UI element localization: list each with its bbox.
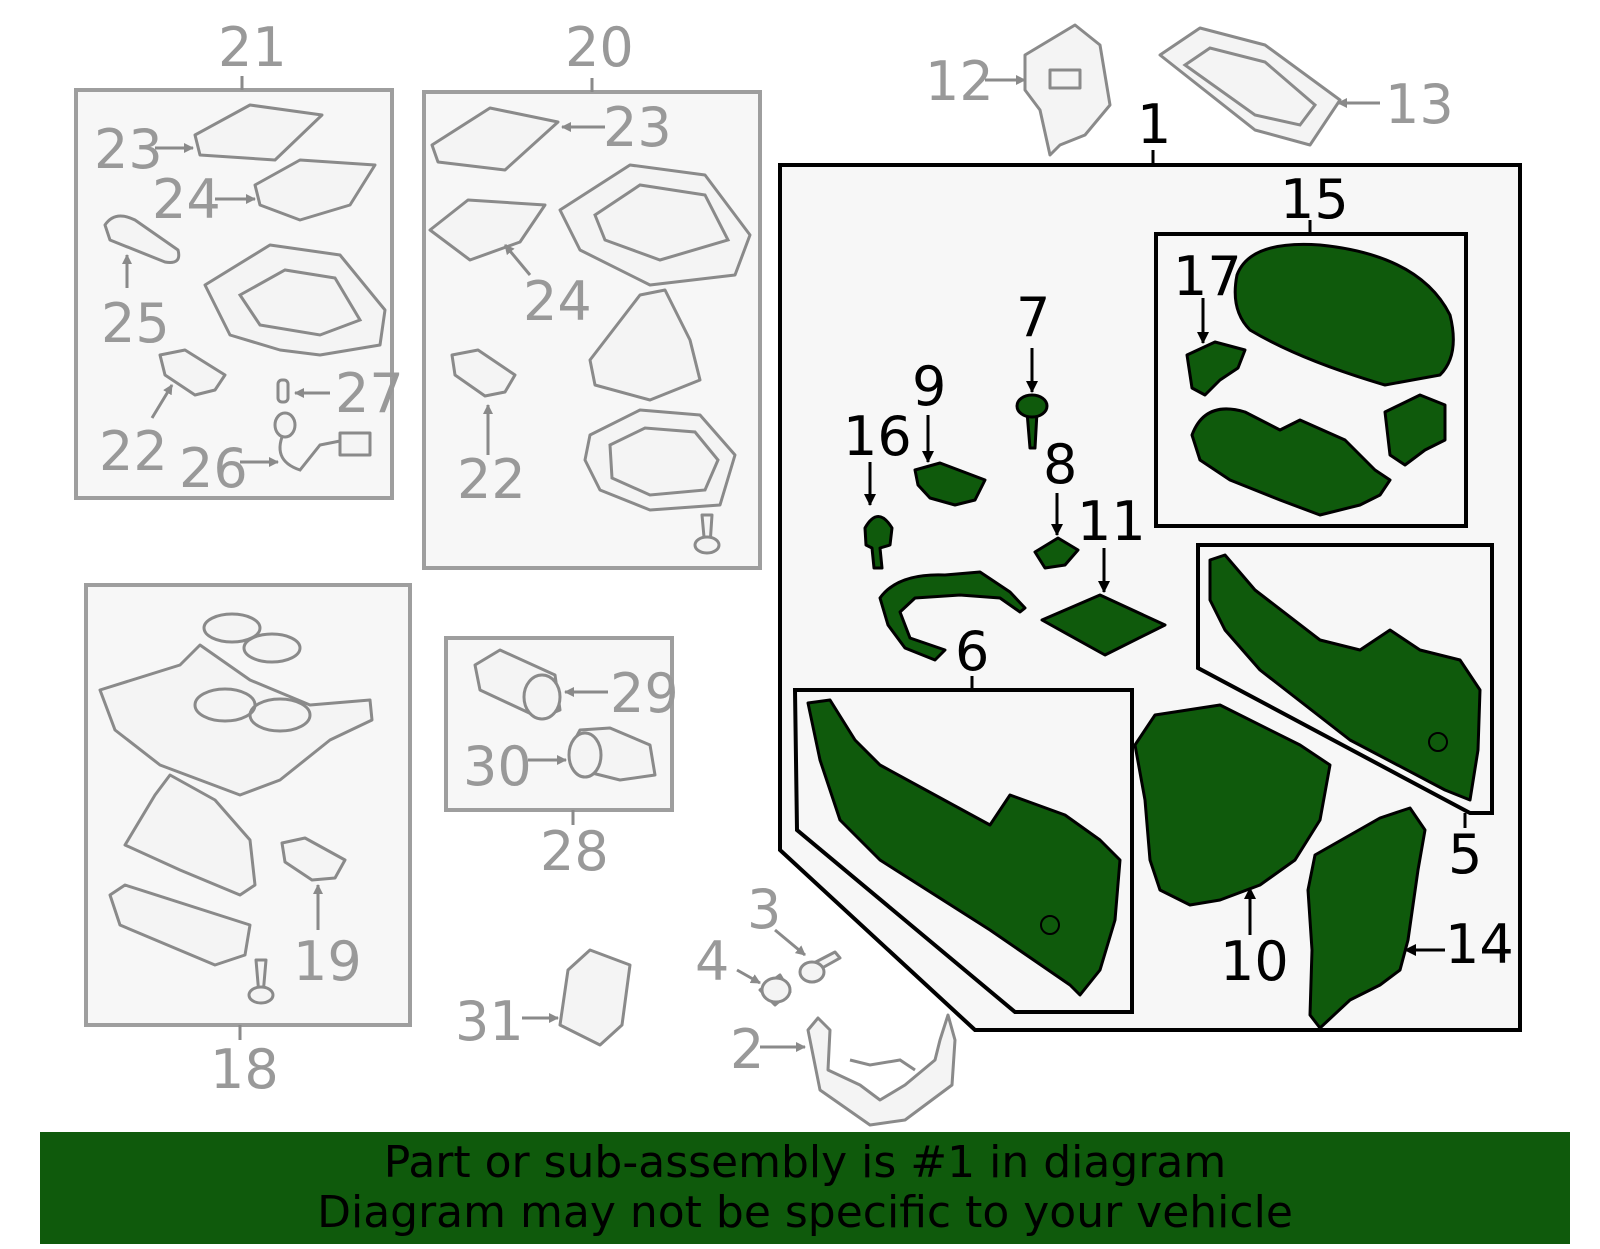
part-10-console-body bbox=[1133, 703, 1332, 907]
callout-24-a: 24 bbox=[152, 168, 221, 231]
part-17-latch bbox=[1185, 340, 1247, 397]
part-31-switch bbox=[558, 948, 632, 1047]
part-22-clip-b bbox=[450, 348, 517, 398]
callout-22-a: 22 bbox=[99, 420, 168, 483]
part-24-plate-b bbox=[428, 198, 547, 262]
callout-10: 10 bbox=[1220, 930, 1289, 993]
notice-line-2: Diagram may not be specific to your vehi… bbox=[317, 1187, 1293, 1238]
callout-5: 5 bbox=[1448, 823, 1482, 886]
part-12-bracket bbox=[1023, 23, 1112, 157]
part-15-armrest-lid bbox=[1233, 242, 1455, 387]
callout-23-a: 23 bbox=[94, 118, 163, 181]
callout-22-b: 22 bbox=[457, 448, 526, 511]
part-2-bracket bbox=[806, 1013, 957, 1127]
callout-31: 31 bbox=[455, 990, 524, 1053]
callout-27: 27 bbox=[335, 362, 404, 425]
group-18-box bbox=[84, 583, 412, 1040]
cup-ring-2 bbox=[242, 632, 302, 664]
cup-ring-1 bbox=[202, 612, 262, 644]
callout-15: 15 bbox=[1280, 168, 1349, 231]
part-23-lid-b bbox=[430, 106, 560, 172]
callout-16: 16 bbox=[843, 405, 912, 468]
callout-19: 19 bbox=[293, 930, 362, 993]
callout-23-b: 23 bbox=[603, 96, 672, 159]
part-14-rear-panel bbox=[1306, 806, 1427, 1030]
part-23-lid bbox=[193, 103, 324, 162]
callout-28: 28 bbox=[540, 820, 609, 883]
shift-boot bbox=[588, 288, 702, 402]
hinge-bracket bbox=[1383, 393, 1447, 467]
group-28-box bbox=[444, 636, 674, 825]
callout-3: 3 bbox=[747, 878, 781, 941]
callout-29: 29 bbox=[610, 662, 679, 725]
callout-18: 18 bbox=[210, 1038, 279, 1101]
callout-24-b: 24 bbox=[523, 270, 592, 333]
part-11-pad bbox=[1040, 593, 1167, 657]
part-24-plate bbox=[253, 158, 377, 222]
group-21-box bbox=[74, 76, 394, 500]
part-8-nut bbox=[1033, 536, 1080, 570]
part-25-trim bbox=[103, 214, 181, 264]
group-5-box bbox=[1196, 543, 1494, 828]
group-6-box bbox=[792, 676, 1134, 1014]
callout-9: 9 bbox=[912, 355, 946, 418]
part-22-clip bbox=[158, 348, 227, 397]
notice-line-1: Part or sub-assembly is #1 in diagram bbox=[383, 1137, 1227, 1188]
part-7-head bbox=[1015, 393, 1049, 419]
callout-11: 11 bbox=[1077, 490, 1146, 553]
armrest-base bbox=[1190, 407, 1392, 517]
callout-1: 1 bbox=[1137, 93, 1171, 156]
part-27-pin bbox=[276, 378, 290, 404]
callout-30: 30 bbox=[463, 735, 532, 798]
callout-21: 21 bbox=[218, 16, 287, 79]
callout-2: 2 bbox=[730, 1018, 764, 1081]
callout-13: 13 bbox=[1385, 73, 1454, 136]
wire-harness bbox=[878, 570, 1027, 662]
callout-6: 6 bbox=[955, 620, 989, 683]
callout-14: 14 bbox=[1445, 913, 1514, 976]
callout-26: 26 bbox=[179, 437, 248, 500]
notice-banner: Part or sub-assembly is #1 in diagram Di… bbox=[40, 1132, 1570, 1244]
callout-20: 20 bbox=[565, 16, 634, 79]
group-15-box bbox=[1154, 220, 1468, 528]
part-9-clip bbox=[913, 461, 987, 507]
part-13-tray bbox=[1158, 26, 1342, 147]
callout-4: 4 bbox=[695, 930, 729, 993]
part-5-side-panel-right bbox=[1208, 553, 1482, 802]
callout-17: 17 bbox=[1173, 245, 1242, 308]
part-19-clip bbox=[280, 836, 347, 882]
part-16-pin bbox=[863, 515, 894, 570]
callout-7: 7 bbox=[1016, 286, 1050, 349]
group-20-box bbox=[422, 78, 762, 570]
side-panel bbox=[123, 773, 257, 897]
bottom-tray bbox=[108, 883, 252, 967]
callout-12: 12 bbox=[925, 50, 994, 113]
callout-25: 25 bbox=[101, 292, 170, 355]
callout-8: 8 bbox=[1043, 433, 1077, 496]
